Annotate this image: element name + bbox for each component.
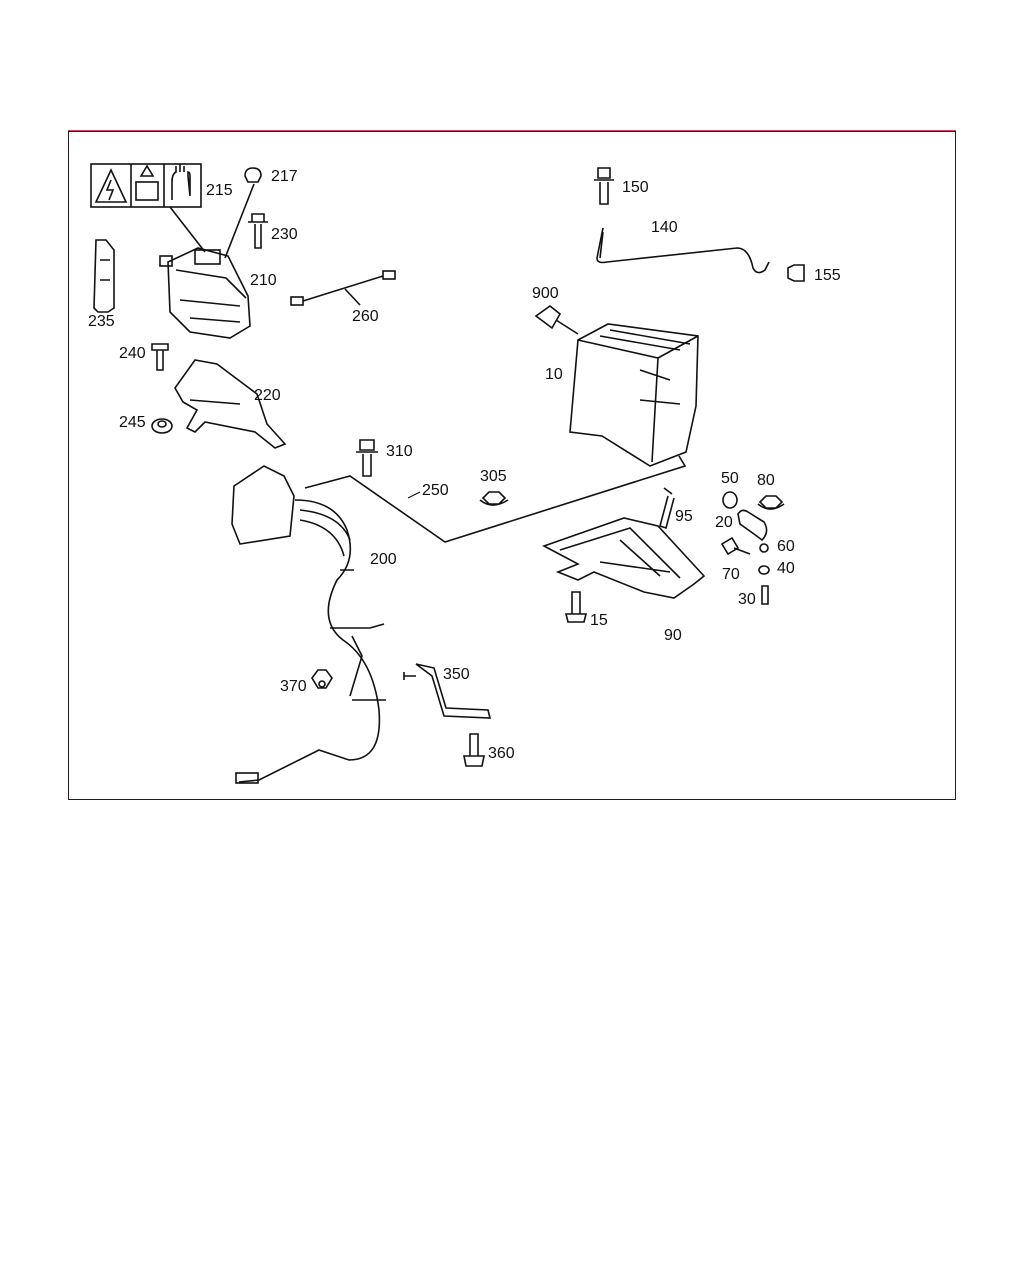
nut-part: [757, 495, 785, 510]
part-label-140: 140: [651, 219, 678, 236]
part-label-370: 370: [280, 678, 307, 695]
bolt-part: [248, 213, 268, 249]
washer-part: [151, 418, 173, 434]
wiring-harness-part: [231, 465, 386, 784]
part-label-220: 220: [254, 387, 281, 404]
part-label-210: 210: [250, 272, 277, 289]
part-label-70: 70: [722, 566, 740, 583]
bracket-part: [174, 359, 287, 449]
part-label-305: 305: [480, 468, 507, 485]
part-label-217: 217: [271, 168, 298, 185]
part-label-230: 230: [271, 226, 298, 243]
part-label-80: 80: [757, 472, 775, 489]
gasket-part: [93, 239, 115, 313]
part-label-260: 260: [352, 308, 379, 325]
part-label-15: 15: [590, 612, 608, 629]
screw-part: [151, 343, 169, 371]
bracket-part: [403, 663, 492, 719]
module-part: [159, 247, 251, 339]
bolt-part: [564, 591, 588, 623]
part-label-30: 30: [738, 591, 756, 608]
part-label-360: 360: [488, 745, 515, 762]
part-label-310: 310: [386, 443, 413, 460]
nut-part: [311, 669, 333, 689]
bolt-part: [463, 733, 485, 767]
part-label-90: 90: [664, 627, 682, 644]
part-label-10: 10: [545, 366, 563, 383]
pin-part: [761, 585, 769, 605]
control-unit-part: [569, 323, 699, 467]
bolt-part: [659, 487, 675, 530]
part-label-150: 150: [622, 179, 649, 196]
pipe-part: [737, 509, 768, 542]
part-label-60: 60: [777, 538, 795, 555]
part-label-245: 245: [119, 414, 146, 431]
warning-label-part: [90, 163, 255, 259]
bolt-part: [787, 264, 805, 282]
part-label-235: 235: [88, 313, 115, 330]
part-label-350: 350: [443, 666, 470, 683]
cable-part: [304, 455, 687, 543]
part-label-20: 20: [715, 514, 733, 531]
oring-part: [722, 491, 738, 509]
bolt-part: [594, 167, 614, 205]
cable-part: [290, 270, 396, 306]
part-label-40: 40: [777, 560, 795, 577]
part-label-900: 900: [532, 285, 559, 302]
washer-part: [758, 565, 770, 575]
part-label-155: 155: [814, 267, 841, 284]
line-part: [596, 227, 770, 274]
part-label-50: 50: [721, 470, 739, 487]
part-label-240: 240: [119, 345, 146, 362]
tray-part: [542, 517, 706, 599]
part-label-200: 200: [370, 551, 397, 568]
nut-part: [244, 167, 262, 183]
nut-part: [479, 491, 509, 506]
bolt-part: [356, 439, 378, 477]
diagram-frame: [68, 131, 956, 800]
part-label-215: 215: [206, 182, 233, 199]
part-label-250: 250: [422, 482, 449, 499]
pad-part: [534, 304, 579, 335]
nut-part: [759, 543, 769, 553]
part-label-95: 95: [675, 508, 693, 525]
bolt-part: [720, 536, 751, 556]
